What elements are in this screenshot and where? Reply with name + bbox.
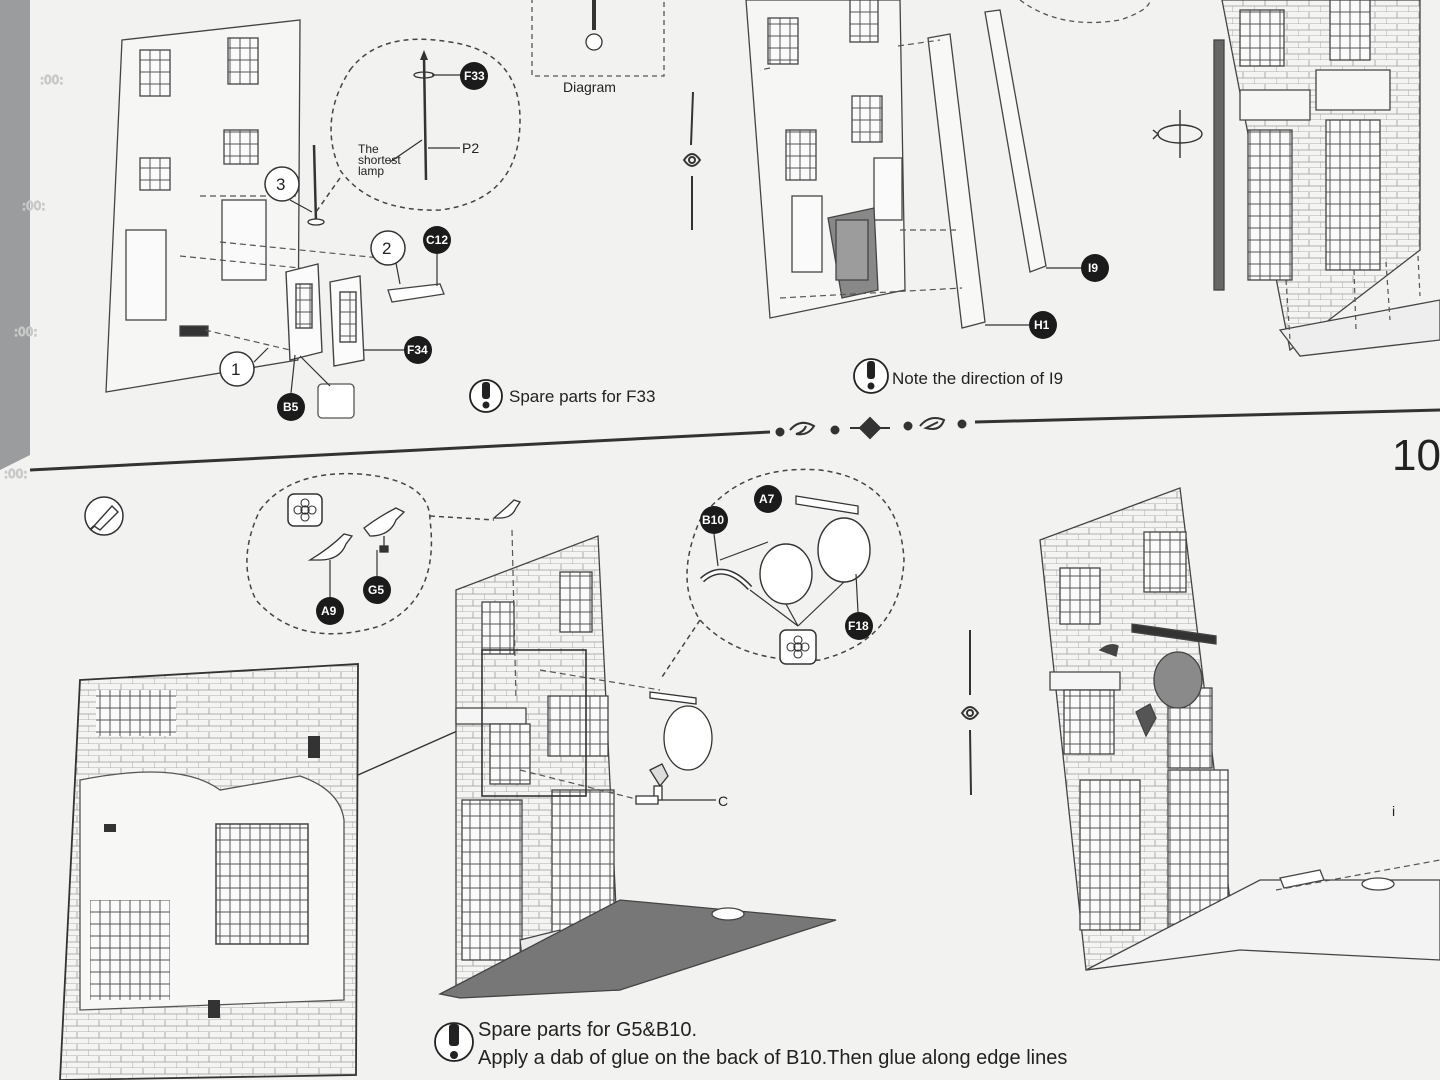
diagram-box: Diagram: [531, 0, 665, 95]
svg-text:F18: F18: [848, 619, 869, 633]
warning-icon-direction: [853, 358, 889, 394]
badge-g5: G5: [363, 550, 391, 604]
lamp-callout-bubble: P2 The shortest lamp: [315, 38, 521, 213]
bird-callout-bubble: [246, 472, 495, 635]
svg-text:1: 1: [231, 360, 240, 379]
side-panel-h1: [927, 33, 986, 329]
svg-text:A7: A7: [759, 492, 775, 506]
binding-marks: :00: :00: :00: :00:: [3, 72, 64, 481]
badge-b10: B10: [700, 506, 728, 567]
svg-text::00:: :00:: [22, 199, 45, 213]
step-rod: [307, 144, 325, 226]
svg-text:F34: F34: [407, 343, 428, 357]
step-3-marker: 3: [264, 166, 313, 213]
bar-part: [387, 283, 445, 303]
svg-text:C12: C12: [426, 233, 448, 247]
spare-part-box: [317, 383, 355, 419]
lamp-part-c: [635, 763, 716, 805]
building-assembled-top-right: [1213, 0, 1440, 357]
warning-icon-bottom: [434, 1022, 474, 1062]
svg-text:2: 2: [382, 239, 391, 258]
svg-text::00:: :00:: [14, 325, 37, 339]
lamp-part-label: C: [718, 793, 728, 809]
svg-text:H1: H1: [1034, 318, 1050, 332]
bird-icon: [307, 499, 522, 561]
svg-text:A9: A9: [321, 604, 337, 618]
svg-text::00:: :00:: [40, 73, 63, 87]
flower-icon-sign: [779, 629, 817, 665]
spare-note-g5-b10: Spare parts for G5&B10.: [478, 1019, 697, 1041]
vertical-separator-bottom: [960, 630, 980, 796]
callout-bubble-top-middle: [1019, 0, 1151, 24]
part-label-p2: P2: [462, 140, 479, 156]
spare-note-f33: Spare parts for F33: [509, 387, 655, 406]
svg-text::00:: :00:: [4, 467, 27, 481]
warning-icon: [469, 379, 503, 413]
shortest-lamp-line-3: lamp: [358, 164, 384, 178]
edge-dash-bottom-right: [1275, 859, 1440, 891]
step-number: 10: [1392, 431, 1440, 480]
badge-c12: C12: [423, 226, 451, 286]
side-panel-i9: [984, 9, 1047, 273]
badge-a9: A9: [316, 560, 344, 625]
badge-h1: H1: [985, 311, 1057, 339]
sign-callout-bubble: [659, 468, 905, 681]
svg-text:G5: G5: [368, 583, 384, 597]
step-2-marker: 2: [370, 230, 406, 285]
dashed-guides-top-middle: [759, 39, 963, 299]
glue-pen-icon: [84, 496, 124, 536]
glue-instruction: Apply a dab of glue on the back of B10.T…: [478, 1047, 1067, 1069]
direction-note-i9: Note the direction of I9: [892, 369, 1063, 388]
dashed-guides-top-right: [1285, 255, 1421, 341]
badge-i9: I9: [1046, 254, 1109, 282]
badge-a7: A7: [754, 485, 782, 513]
svg-text:F33: F33: [464, 69, 485, 83]
badge-f33: F33: [460, 62, 488, 90]
section-divider: [29, 408, 1440, 472]
svg-text:I9: I9: [1088, 261, 1098, 275]
badge-f18: F18: [845, 612, 873, 640]
step-1-marker: 1: [219, 347, 269, 387]
side-mark: i: [1392, 803, 1395, 819]
flower-icon: [287, 493, 323, 527]
sign-bracket-part: [649, 691, 713, 771]
building-assembled-bottom-right: [1039, 487, 1440, 971]
building-back-panel-top-middle: [745, 0, 906, 319]
badge-b5: B5: [277, 354, 305, 421]
badge-f34: F34: [364, 336, 432, 364]
rotate-icon: [1152, 110, 1203, 158]
door-part: [285, 263, 365, 367]
svg-text:B5: B5: [283, 400, 299, 414]
vertical-separator-top: [682, 91, 702, 230]
zoom-detail-panel: [59, 663, 483, 1080]
shortest-lamp-line-1: The: [358, 142, 379, 156]
svg-text:3: 3: [276, 175, 285, 194]
svg-text:B10: B10: [702, 513, 724, 527]
dashed-guides-bottom-middle: [511, 529, 661, 801]
zoom-region-box: [481, 649, 587, 797]
shortest-lamp-line-2: shortest: [358, 153, 401, 167]
diagram-label: Diagram: [563, 79, 616, 95]
building-front-panel-top-left: [105, 19, 301, 393]
